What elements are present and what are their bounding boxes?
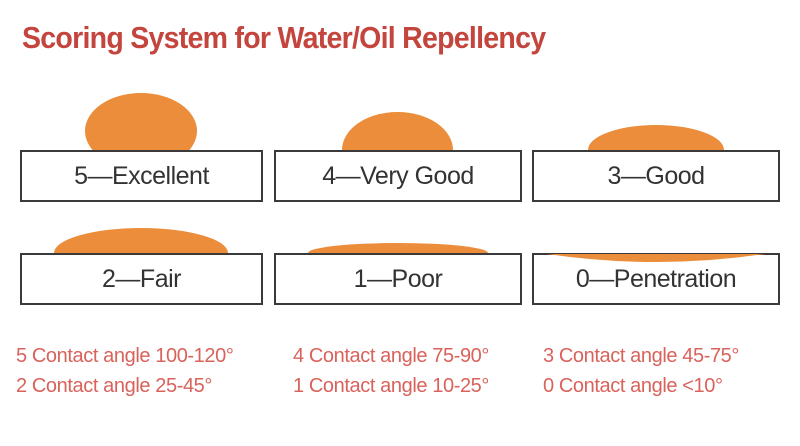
contact-angle-note-0: 0 Contact angle <10° — [543, 375, 723, 397]
score-box-excellent: 5—Excellent — [20, 150, 263, 202]
score-label: 2—Fair — [102, 264, 181, 293]
score-label: 0—Penetration — [575, 264, 737, 293]
score-label: 3—Good — [607, 161, 705, 190]
score-label: 5—Excellent — [74, 161, 209, 190]
contact-angle-note-3: 3 Contact angle 45-75° — [543, 345, 740, 367]
contact-angle-note-1: 1 Contact angle 10-25° — [293, 375, 490, 397]
score-box-fair: 2—Fair — [20, 253, 263, 305]
contact-angle-note-4: 4 Contact angle 75-90° — [293, 345, 490, 367]
score-label: 1—Poor — [353, 264, 443, 293]
score-box-very-good: 4—Very Good — [274, 150, 522, 202]
score-label: 4—Very Good — [322, 161, 474, 190]
page-title: Scoring System for Water/Oil Repellency — [22, 20, 546, 55]
score-box-poor: 1—Poor — [274, 253, 522, 305]
score-box-good: 3—Good — [532, 150, 780, 202]
contact-angle-note-2: 2 Contact angle 25-45° — [16, 375, 213, 397]
penetrating-film-icon — [547, 254, 765, 262]
contact-angle-note-5: 5 Contact angle 100-120° — [16, 345, 234, 367]
